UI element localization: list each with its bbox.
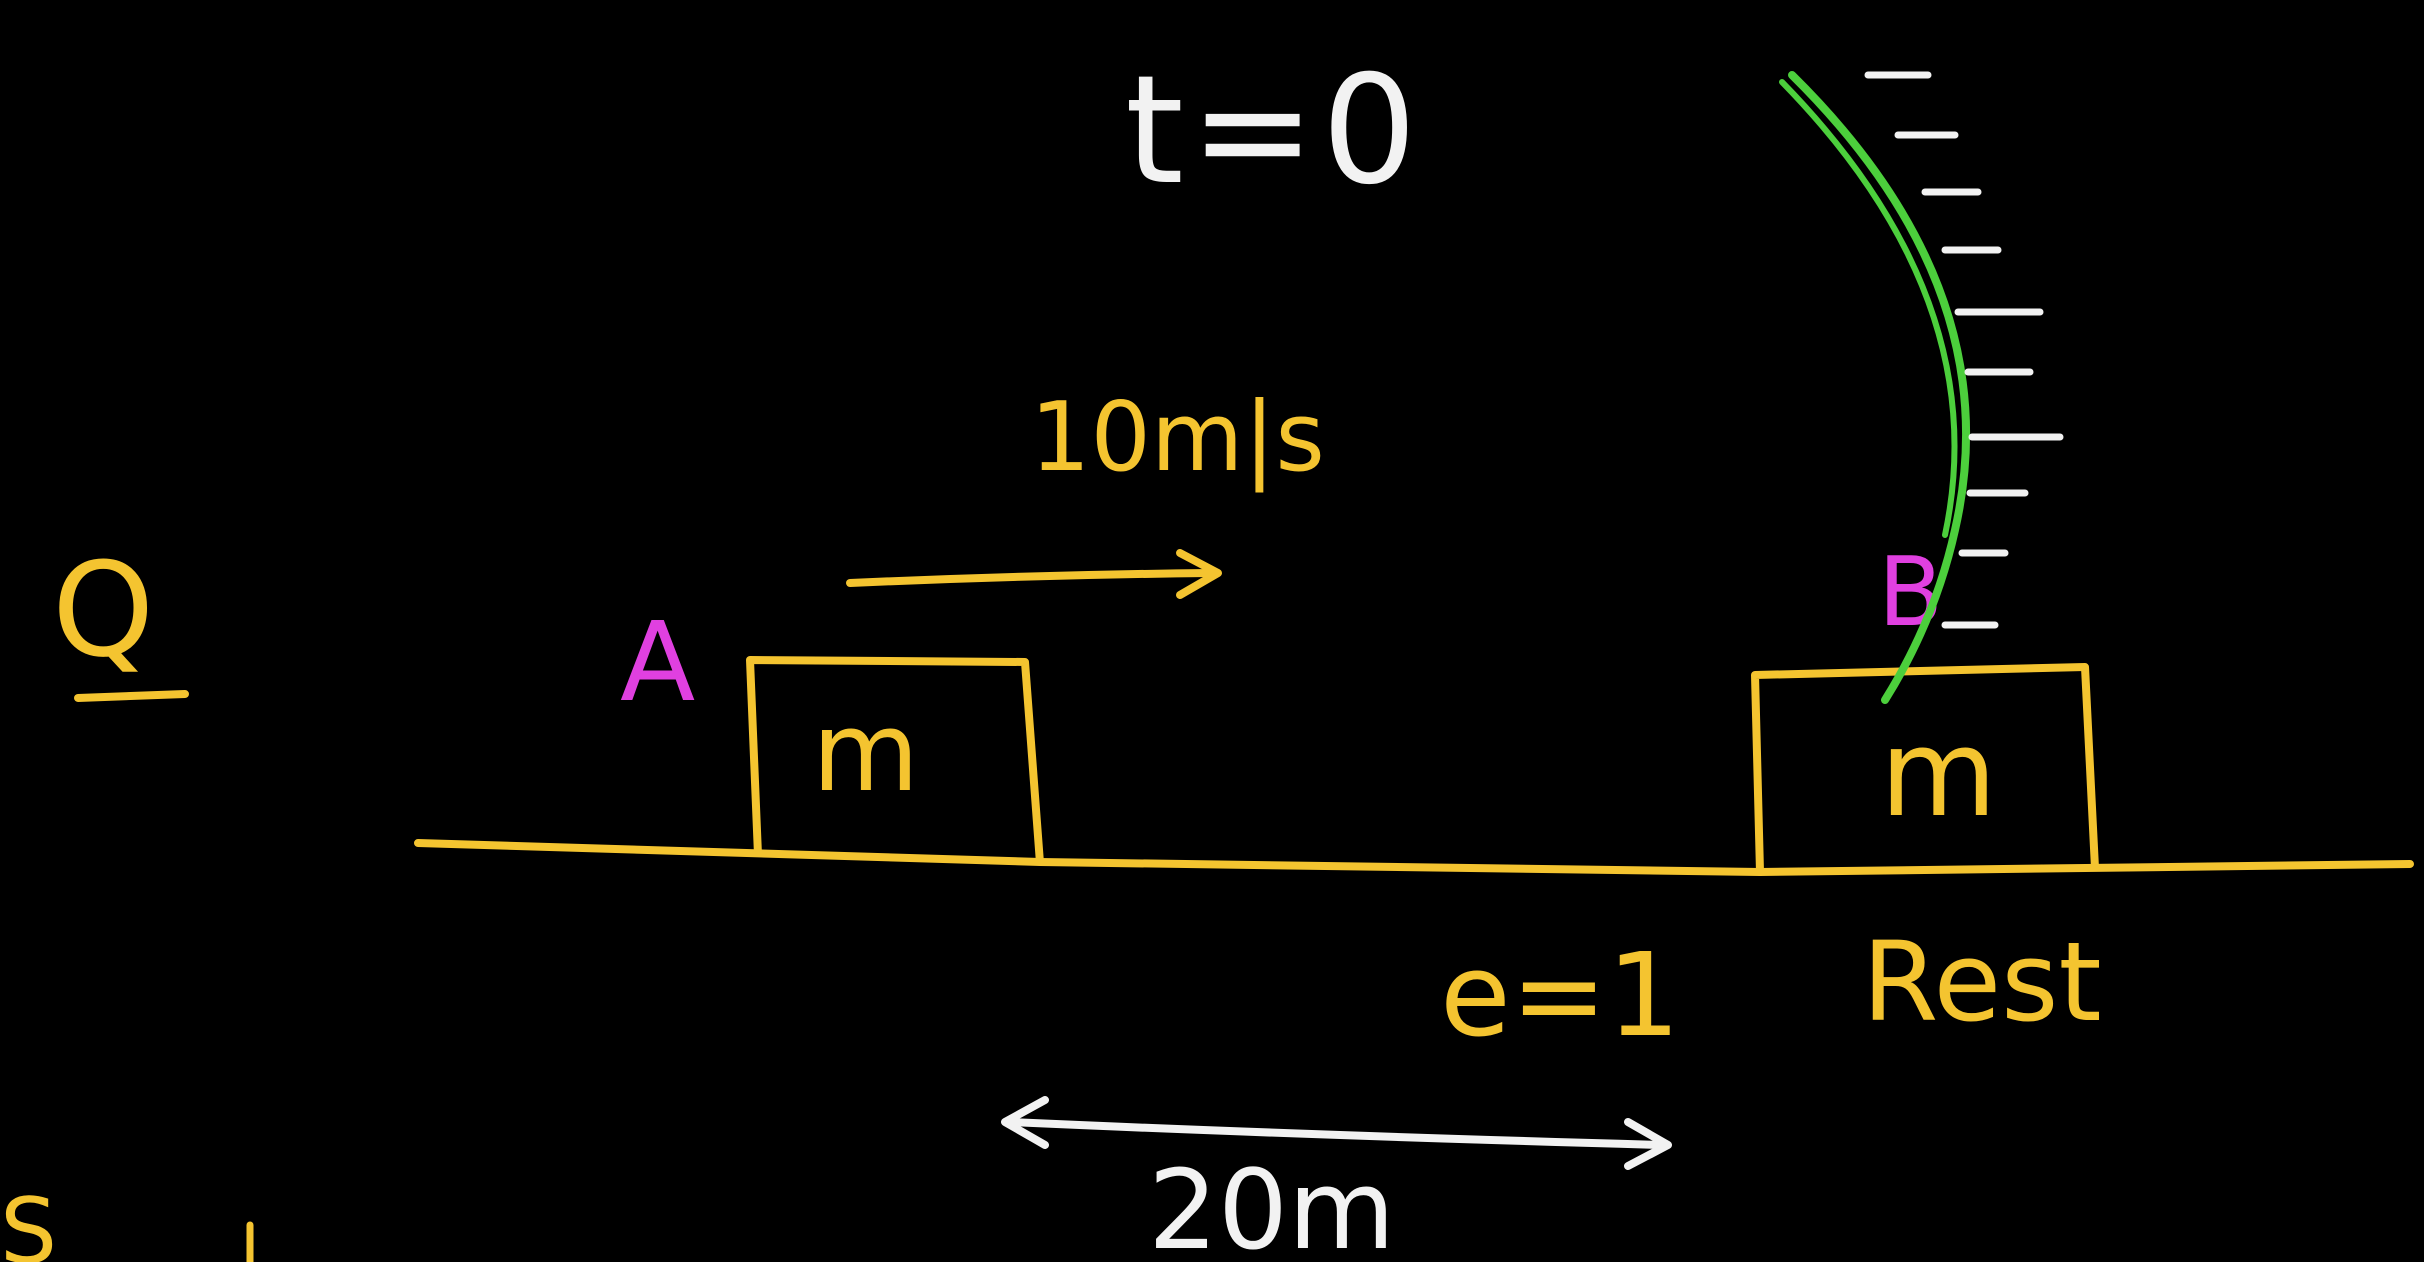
distance-label: 20m [1148,1146,1395,1262]
block-a-mass: m [812,688,919,816]
time-label: t=0 [1125,44,1423,218]
question-marker: Q [52,534,154,686]
restitution-label: e=1 [1440,929,1680,1063]
block-b-mass: m [1880,705,1997,844]
corner-fragment: S [0,1179,57,1262]
velocity-arrow [846,549,1222,599]
block-b-label: B [1878,538,1943,648]
speed-label: 10m|s [1030,383,1325,493]
question-marker-underline [74,690,189,702]
block-a-label: A [620,598,695,726]
block-a [746,656,1044,864]
block-b-state-label: Rest [1862,918,2102,1046]
block-b [1751,663,2099,873]
ground-line [414,839,2414,877]
distance-arrow [1001,1096,1672,1170]
curved-wall [1779,71,2064,704]
